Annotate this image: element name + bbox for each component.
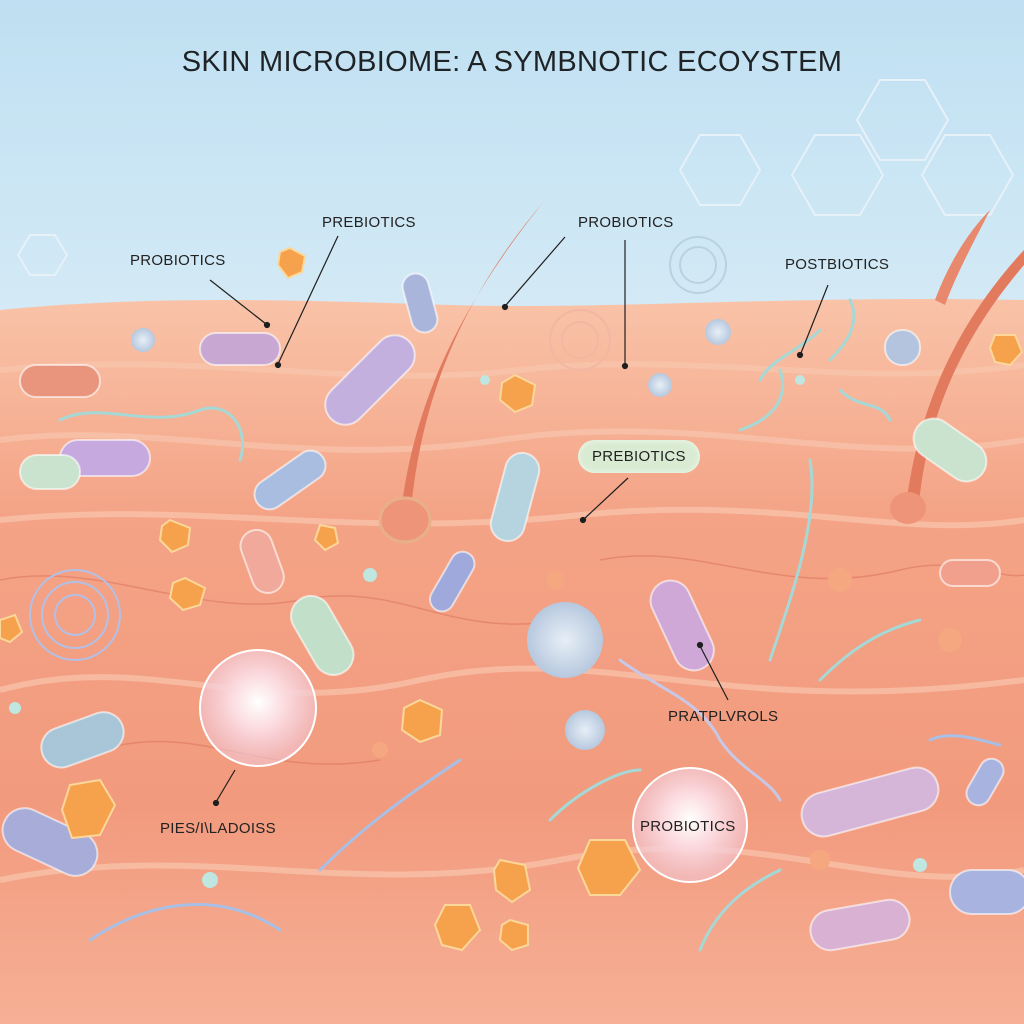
- crystals: [0, 246, 1024, 952]
- bacterium: [429, 550, 476, 613]
- bacterium: [324, 334, 416, 426]
- spiky-cell: [648, 373, 672, 397]
- particles: [9, 375, 927, 888]
- bacterium: [949, 869, 1024, 915]
- spiky-cell: [565, 710, 605, 750]
- vesicle-bubble: [632, 767, 748, 883]
- label-pratplvrols: PRATPLVROLS: [668, 708, 779, 725]
- bacterium: [965, 757, 1005, 807]
- filaments: [58, 298, 1002, 952]
- leader-lines: [209, 235, 829, 807]
- bacteria: [1, 272, 1024, 952]
- bacterium: [290, 594, 355, 676]
- bacterium: [401, 272, 439, 334]
- label-probiotics-bubble: PROBIOTICS: [640, 818, 736, 835]
- bacterium: [239, 528, 285, 594]
- label-probiotics-top: PROBIOTICS: [578, 214, 674, 231]
- bacterium: [1, 807, 99, 877]
- particles: [372, 568, 962, 870]
- label-prebiotics-mid: PREBIOTICS: [578, 440, 700, 473]
- bacterium: [489, 451, 541, 543]
- bacterium: [253, 449, 327, 511]
- label-pies-inladoiss: PIES/I\LADOISS: [160, 820, 276, 837]
- spiky-cell: [131, 328, 155, 352]
- bacterium: [884, 329, 921, 366]
- bacterium: [199, 332, 281, 366]
- label-probiotics-left: PROBIOTICS: [130, 252, 226, 269]
- bacterium: [800, 766, 940, 838]
- spiral-microbes: [29, 236, 727, 661]
- label-prebiotics-top: PREBIOTICS: [322, 214, 416, 231]
- hexagon-pattern: [16, 79, 1015, 276]
- spiky-cell: [527, 602, 603, 678]
- hair-follicles: [378, 200, 1024, 544]
- vesicle-bubble: [199, 649, 317, 767]
- diagram-title: SKIN MICROBIOME: A SYMBNOTIC ECOYSTEM: [181, 46, 843, 78]
- bacterium: [912, 417, 988, 483]
- spiky-cell: [705, 319, 731, 345]
- label-postbiotics: POSTBIOTICS: [785, 256, 890, 273]
- bacterium: [19, 454, 81, 490]
- bacterium: [649, 579, 715, 672]
- bacterium: [939, 559, 1001, 587]
- bacterium: [40, 711, 125, 769]
- bacterium: [809, 898, 911, 952]
- bacterium: [19, 364, 101, 398]
